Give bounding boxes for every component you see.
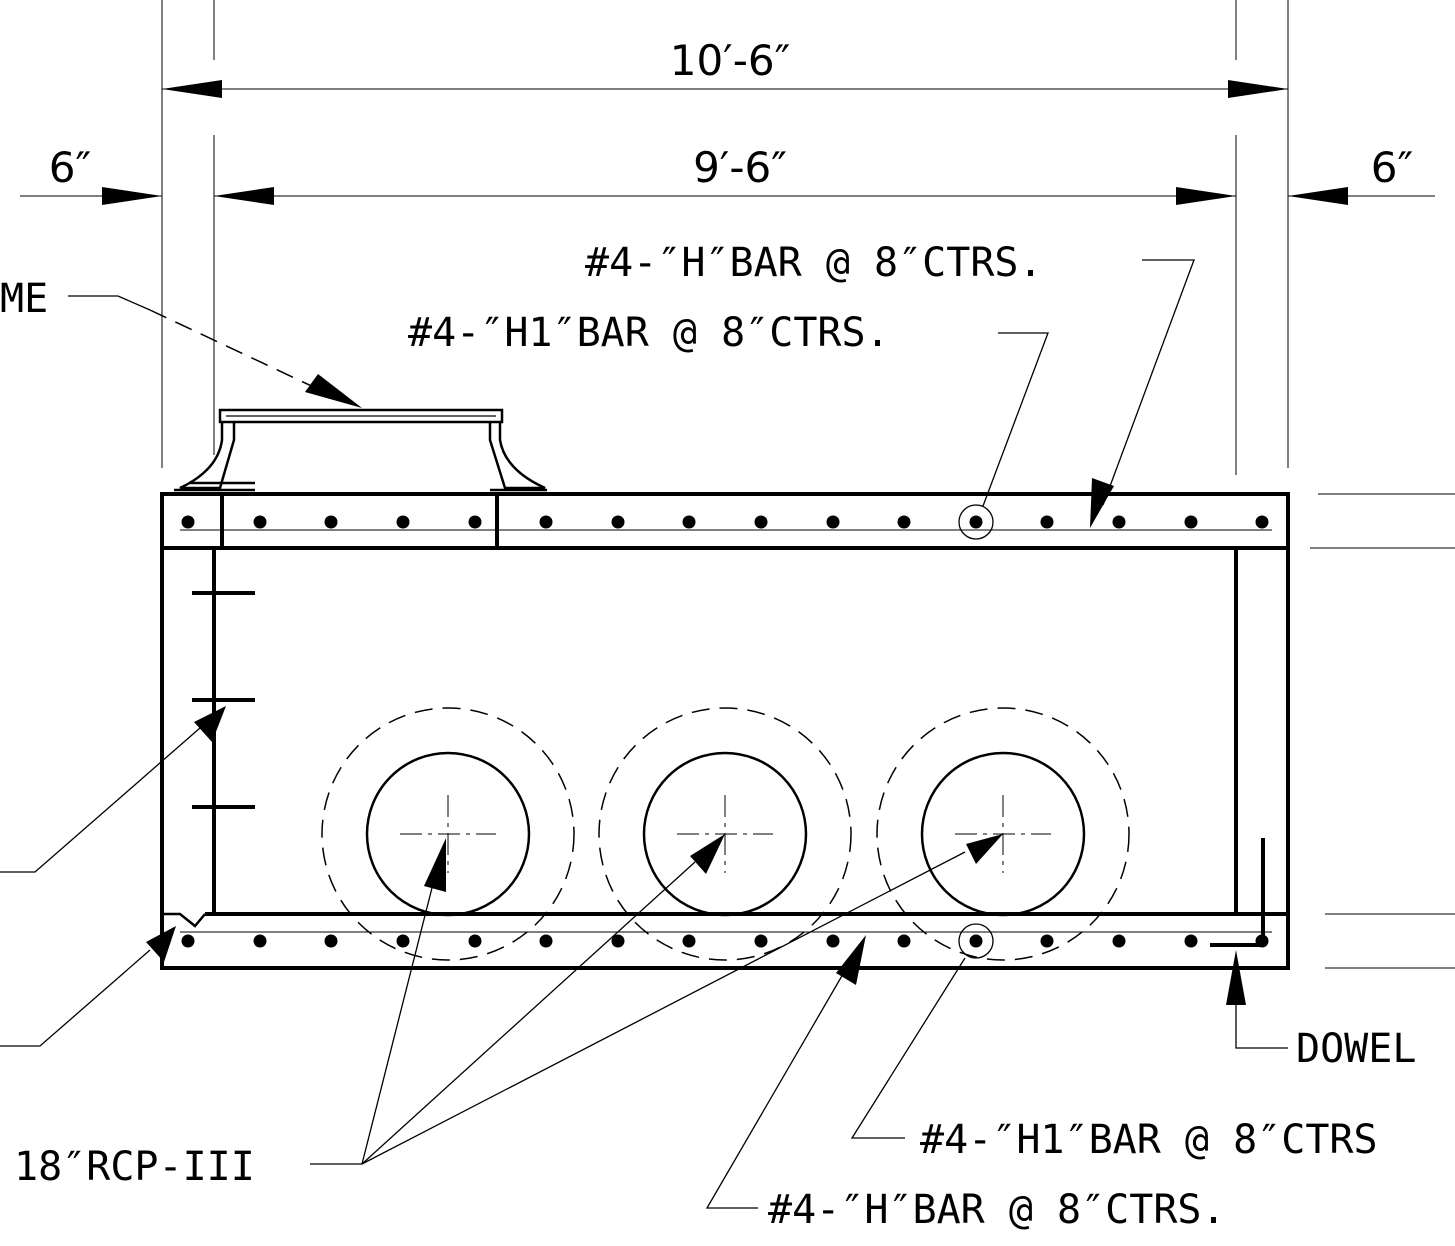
label-h-bar-bottom: #4-″H″BAR @ 8″CTRS. — [768, 1187, 1226, 1233]
leader-dowel: DOWEL — [1226, 950, 1416, 1072]
left-wall-rebar — [192, 591, 255, 809]
dimension-inner: 9′-6″ — [214, 143, 1236, 205]
leader-left-wall-rebar — [0, 706, 226, 873]
label-dowel: DOWEL — [1296, 1026, 1416, 1072]
culvert-outline — [160, 492, 1290, 970]
top-slab-rebar — [180, 504, 1272, 540]
dimension-overall: 10′-6″ — [162, 36, 1288, 98]
dimension-left-wall: 6″ — [20, 143, 162, 205]
dimension-right-wall-text: 6″ — [1371, 143, 1413, 192]
pipe-3 — [876, 707, 1130, 961]
extension-lines — [161, 0, 1455, 969]
leader-frame: ME — [0, 276, 362, 408]
leader-h-bar-top: #4-″H″BAR @ 8″CTRS. — [585, 240, 1195, 528]
leader-pipe: 18″RCP-III — [14, 834, 1003, 1190]
dowel-bar — [1210, 838, 1265, 947]
label-h1-bar-top: #4-″H1″BAR @ 8″CTRS. — [408, 310, 890, 356]
leader-left-haunch — [0, 926, 176, 1047]
bottom-slab-rebar — [180, 923, 1272, 959]
leader-h-bar-bottom: #4-″H″BAR @ 8″CTRS. — [705, 935, 1226, 1233]
label-h-bar-top: #4-″H″BAR @ 8″CTRS. — [585, 240, 1043, 286]
dimension-right-wall: 6″ — [1288, 143, 1435, 205]
dimension-left-wall-text: 6″ — [49, 143, 91, 192]
pipe-1 — [321, 707, 575, 961]
inlet-frame — [174, 408, 547, 492]
label-pipe: 18″RCP-III — [14, 1144, 255, 1190]
dimension-overall-text: 10′-6″ — [670, 36, 791, 85]
label-frame-partial: ME — [0, 276, 48, 322]
dimension-inner-text: 9′-6″ — [693, 143, 787, 192]
leader-h1-bar-top: #4-″H1″BAR @ 8″CTRS. — [408, 310, 1049, 507]
label-h1-bar-bottom: #4-″H1″BAR @ 8″CTRS — [920, 1117, 1378, 1163]
leader-h1-bar-bottom: #4-″H1″BAR @ 8″CTRS — [850, 957, 1378, 1163]
